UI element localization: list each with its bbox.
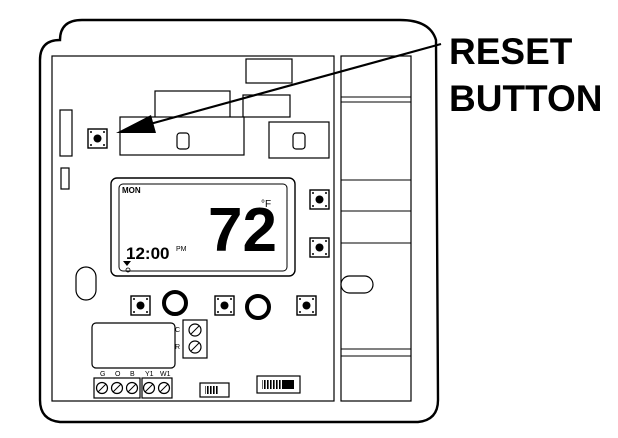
callout-arrow bbox=[116, 42, 442, 133]
lcd-ampm: PM bbox=[176, 246, 187, 253]
thermostat-housing bbox=[38, 18, 440, 424]
terminal-label-c: C bbox=[175, 327, 180, 334]
fan-slide-switch[interactable] bbox=[256, 375, 301, 394]
lcd-day: MON bbox=[122, 186, 141, 195]
callout-line-2: BUTTON bbox=[449, 78, 603, 119]
terminal-label-w1: W1 bbox=[160, 371, 171, 378]
switch-slot bbox=[176, 132, 190, 150]
switch-slot bbox=[292, 132, 306, 150]
round-component bbox=[245, 294, 271, 320]
side-slot bbox=[60, 167, 70, 190]
lcd-display: MON 72 °F 12:00 PM bbox=[110, 177, 296, 277]
fan-button[interactable] bbox=[214, 295, 235, 316]
terminal-label-y1: Y1 bbox=[145, 371, 154, 378]
terminal-cover bbox=[91, 322, 176, 369]
lcd-unit: °F bbox=[261, 199, 271, 210]
cover-panel bbox=[340, 55, 412, 402]
lcd-temperature: 72 bbox=[208, 196, 277, 265]
lcd-time: 12:00 bbox=[126, 244, 169, 263]
oval-component bbox=[75, 266, 97, 301]
terminal-label-r: R bbox=[175, 344, 180, 351]
up-button[interactable] bbox=[309, 189, 330, 210]
circuit-board bbox=[51, 55, 335, 402]
down-button[interactable] bbox=[309, 237, 330, 258]
system-slide-switch[interactable] bbox=[199, 382, 230, 398]
terminal-label-g: G bbox=[100, 371, 105, 378]
terminal-label-b: B bbox=[130, 371, 135, 378]
mode-button[interactable] bbox=[130, 295, 151, 316]
round-component bbox=[162, 290, 188, 316]
wire-terminal-strip bbox=[93, 377, 173, 399]
component-block bbox=[242, 94, 291, 118]
callout-line-1: RESET bbox=[449, 31, 573, 72]
cover-latch bbox=[340, 275, 374, 294]
side-slot bbox=[59, 109, 73, 157]
component-block bbox=[268, 121, 330, 159]
component-block bbox=[245, 58, 293, 84]
lcd-indicator bbox=[123, 261, 131, 266]
program-button[interactable] bbox=[296, 295, 317, 316]
terminal-label-o: O bbox=[115, 371, 121, 378]
cr-terminal-block bbox=[182, 319, 208, 359]
reset-button[interactable] bbox=[87, 128, 108, 149]
reset-button-callout: RESET BUTTON bbox=[449, 28, 602, 122]
